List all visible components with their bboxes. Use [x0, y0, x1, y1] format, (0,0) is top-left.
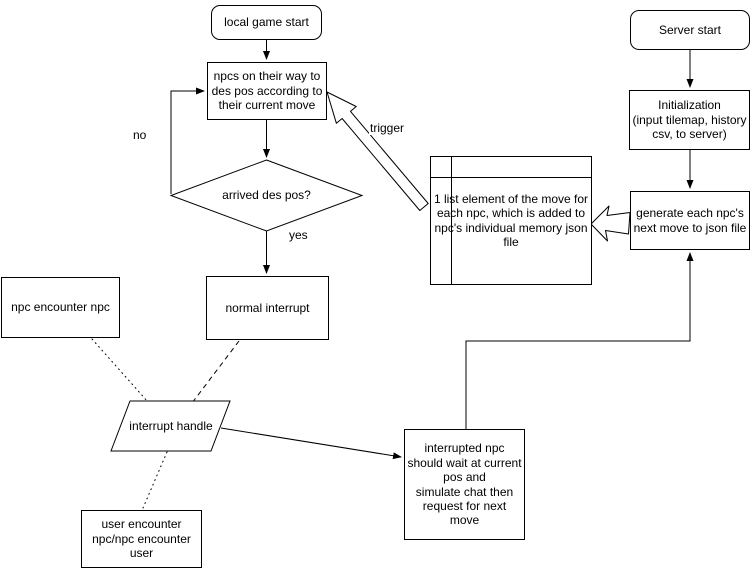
edge-handle-to-interrupted: [220, 427, 402, 460]
edge-npc-encounter-to-handle: [91, 338, 149, 403]
interrupt-handle-shape: [110, 400, 231, 452]
node-memory-table: 1 list element of the move for each npc,…: [430, 156, 592, 285]
edge-normal-interrupt-to-handle: [191, 340, 240, 404]
node-npc-encounter-npc: npc encounter npc: [1, 277, 120, 338]
edge-label-no: no: [132, 128, 148, 142]
node-server-start: Server start: [630, 10, 750, 50]
memory-table-label: 1 list element of the move for each npc,…: [433, 191, 589, 249]
node-initialization: Initialization (input tilemap, history c…: [629, 90, 750, 150]
node-interrupted-npc: interrupted npc should wait at current p…: [404, 429, 525, 540]
memory-table-column-line: [451, 157, 452, 284]
edge-label-trigger: trigger: [369, 121, 406, 135]
write-to-table-block-arrow: [590, 205, 631, 242]
decision-diamond-label: arrived des pos?: [222, 188, 311, 203]
decision-diamond-shape: [169, 159, 364, 232]
trigger-block-arrow: [326, 91, 429, 211]
edge-label-yes: yes: [288, 228, 309, 242]
node-generate-move: generate each npc's next move to json fi…: [630, 191, 750, 250]
memory-table-header-line: [431, 177, 591, 178]
node-local-game-start: local game start: [211, 5, 322, 40]
edge-interrupted-to-generate: [465, 252, 694, 429]
interrupt-handle-label: interrupt handle: [129, 418, 213, 433]
edge-decision-no-loop: [170, 87, 205, 194]
node-npc-moving: npcs on their way to des pos according t…: [207, 62, 327, 120]
node-user-encounter: user encounter npc/npc encounter user: [81, 510, 202, 568]
node-normal-interrupt: normal interrupt: [206, 276, 329, 340]
edge-user-encounter-to-handle: [142, 451, 168, 509]
